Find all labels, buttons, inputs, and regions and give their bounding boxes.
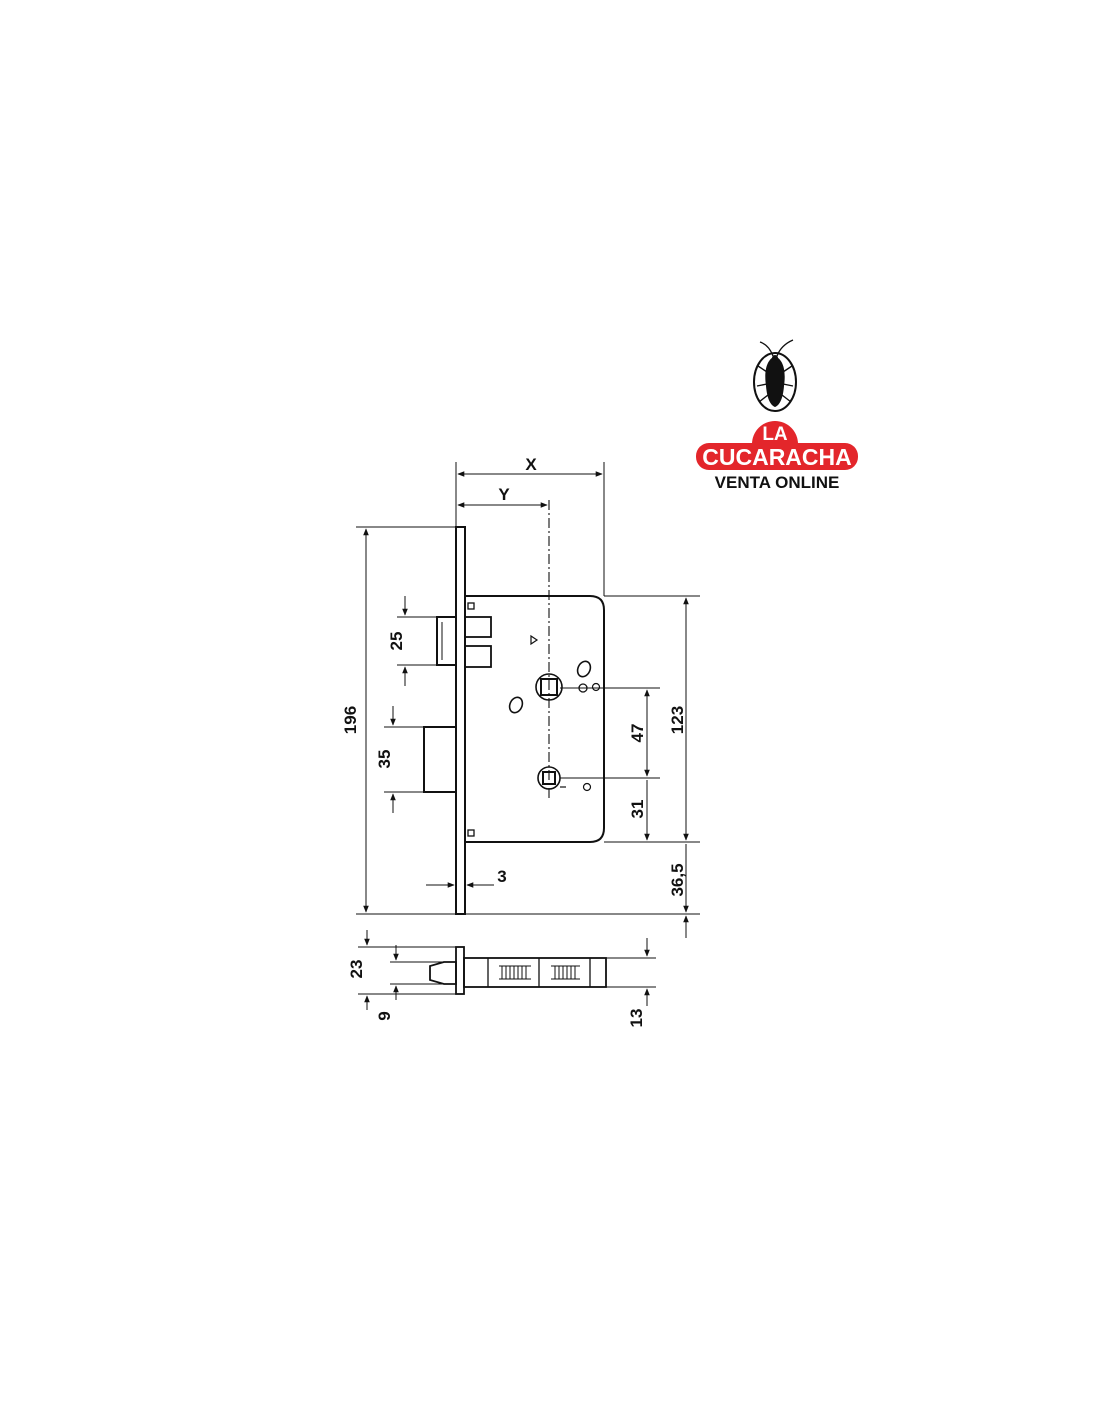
deadbolt bbox=[423, 726, 457, 793]
latch-bolt bbox=[436, 616, 492, 668]
dim-label-196: 196 bbox=[341, 706, 360, 734]
top-view bbox=[429, 946, 607, 995]
dim-label-23: 23 bbox=[347, 960, 366, 979]
dim-label-3: 3 bbox=[497, 867, 506, 886]
front-view bbox=[423, 500, 605, 915]
logo-text-la: LA bbox=[762, 424, 788, 445]
spring-detail bbox=[499, 965, 580, 980]
handle-follower bbox=[535, 673, 563, 701]
dim-label-123: 123 bbox=[668, 706, 687, 734]
dimension-labels: X Y 196 25 35 3 123 47 31 36,5 bbox=[341, 455, 687, 897]
faceplate bbox=[455, 526, 466, 915]
dim-label-47: 47 bbox=[628, 724, 647, 743]
dim-label-9: 9 bbox=[375, 1011, 394, 1020]
cockroach-icon bbox=[753, 339, 797, 412]
dim-label-25: 25 bbox=[387, 632, 406, 651]
dim-label-35: 35 bbox=[375, 750, 394, 769]
top-view-dimension-lines bbox=[358, 930, 656, 1010]
dim-label-36-5: 36,5 bbox=[668, 863, 687, 896]
dim-label-31: 31 bbox=[628, 800, 647, 819]
lock-case bbox=[465, 595, 605, 843]
dim-label-13: 13 bbox=[627, 1009, 646, 1028]
dim-label-y: Y bbox=[498, 485, 510, 504]
dimension-lines bbox=[356, 462, 700, 938]
logo-text-cucaracha: CUCARACHA bbox=[702, 444, 852, 470]
brand-logo: LA CUCARACHA VENTA ONLINE bbox=[696, 339, 858, 492]
logo-text-venta-online: VENTA ONLINE bbox=[715, 473, 840, 492]
top-view-dimension-labels: 23 9 13 bbox=[347, 960, 646, 1028]
dim-label-x: X bbox=[525, 455, 537, 474]
